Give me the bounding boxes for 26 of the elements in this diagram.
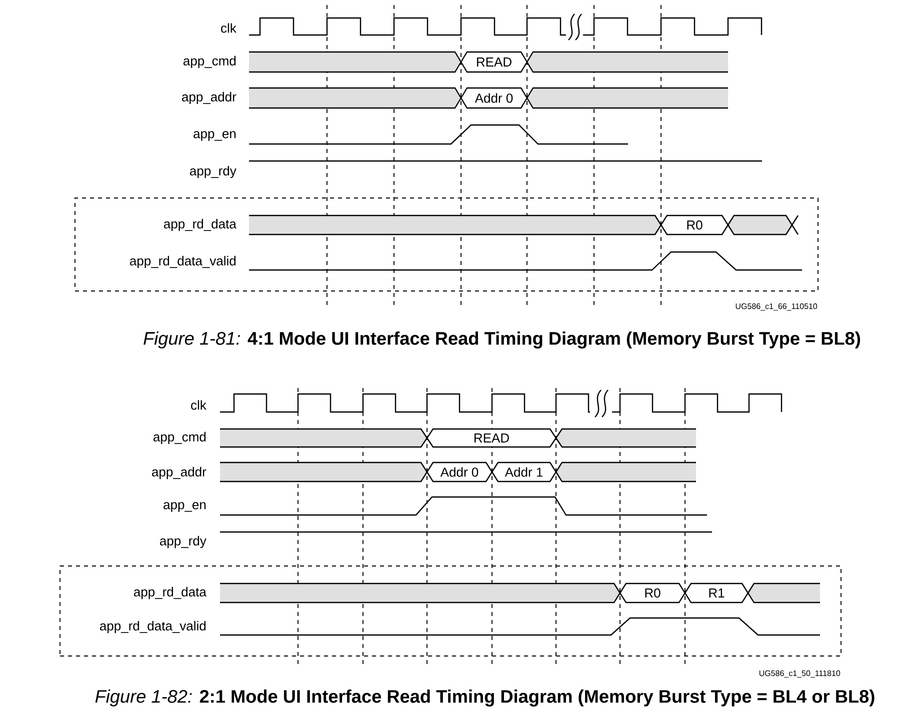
signal-name: clk: [191, 400, 206, 410]
signal-name: app_cmd: [183, 56, 236, 68]
signal-name: app_rd_data: [134, 586, 206, 600]
signal-name: clk: [221, 23, 236, 33]
figure-caption: Figure 1-82: 2:1 Mode UI Interface Read Timing Diagram (Memory Burst Type = BL4 or BL8): [95, 690, 874, 706]
bus-value: READ: [426, 428, 557, 448]
bus-value: R1: [684, 582, 749, 604]
bus-value: R0: [660, 214, 729, 236]
figure-caption: Figure 1-81: 4:1 Mode UI Interface Read Timing Diagram (Memory Burst Type = BL8): [144, 332, 860, 348]
bus-value: READ: [460, 51, 528, 73]
signal-name: app_rdy: [190, 166, 236, 178]
signal-name: app_en: [164, 502, 206, 512]
figure-id: UG586_c1_66_110510: [736, 303, 818, 311]
bus-value: R0: [619, 582, 686, 604]
signal-name: app_addr: [182, 92, 236, 104]
signal-name: app_en: [194, 131, 236, 141]
signal-name: app_rdy: [160, 536, 206, 548]
figure-id: UG586_c1_50_111810: [760, 670, 840, 678]
signal-name: app_rd_data: [164, 218, 236, 232]
signal-name: app_rd_data_valid: [130, 256, 236, 268]
bus-value: Addr 0: [426, 462, 493, 482]
signal-name: app_cmd: [153, 432, 206, 444]
bus-value: Addr 1: [491, 462, 557, 482]
signal-name: app_rd_data_valid: [100, 620, 206, 634]
bus-value: Addr 0: [460, 87, 528, 109]
signal-name: app_addr: [152, 466, 206, 480]
